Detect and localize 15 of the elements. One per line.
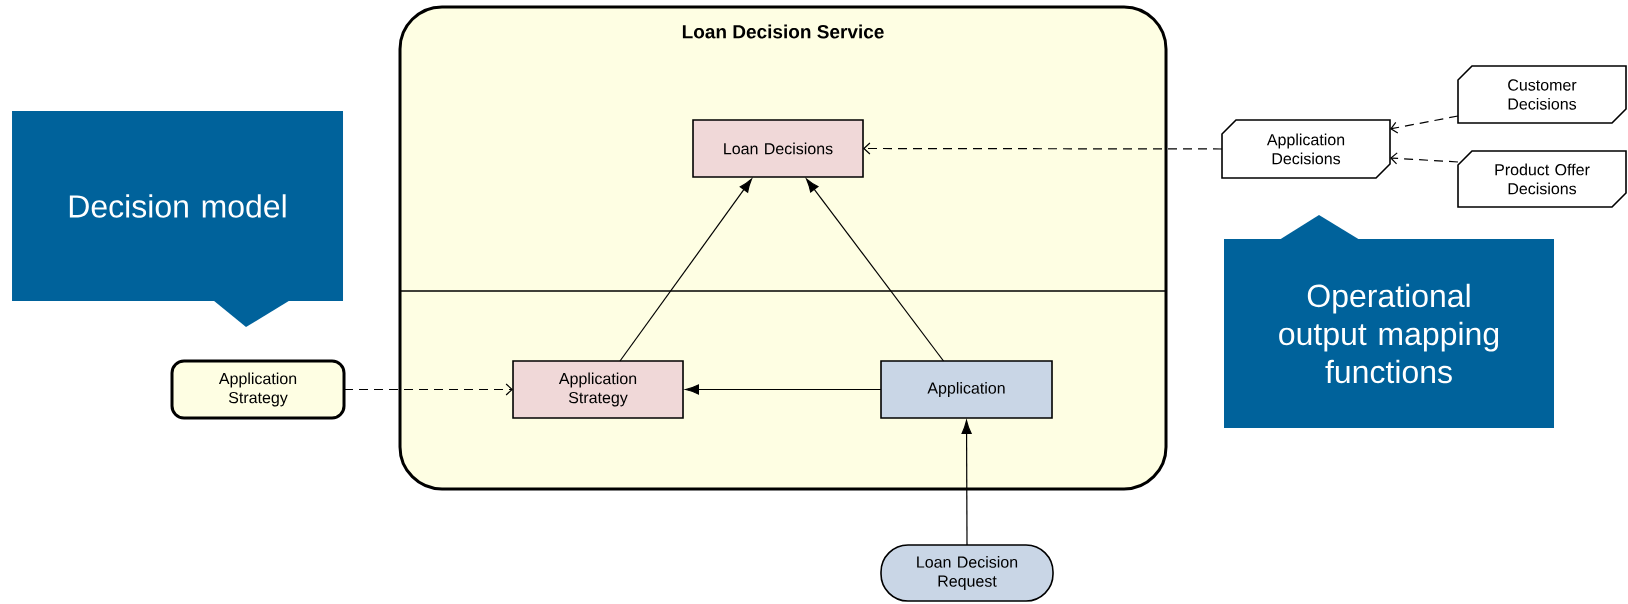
arrow [685, 384, 882, 395]
callout-banner: Operational output mapping functions [1224, 215, 1554, 428]
arrow [343, 383, 513, 396]
callout-banner: Decision model [12, 111, 343, 327]
arrow [961, 420, 972, 546]
arrow [863, 142, 1223, 155]
knowledge-source-box: Application Strategy [170, 359, 346, 420]
input-data-box: Application [880, 360, 1053, 419]
arrow [1390, 152, 1459, 165]
arrow [619, 178, 753, 362]
decision-box: Application Strategy [512, 360, 684, 419]
arrow [806, 178, 945, 362]
arrow [1390, 115, 1459, 134]
input-data-oval: Loan Decision Request [880, 544, 1054, 602]
decision-box: Loan Decisions [692, 119, 864, 178]
